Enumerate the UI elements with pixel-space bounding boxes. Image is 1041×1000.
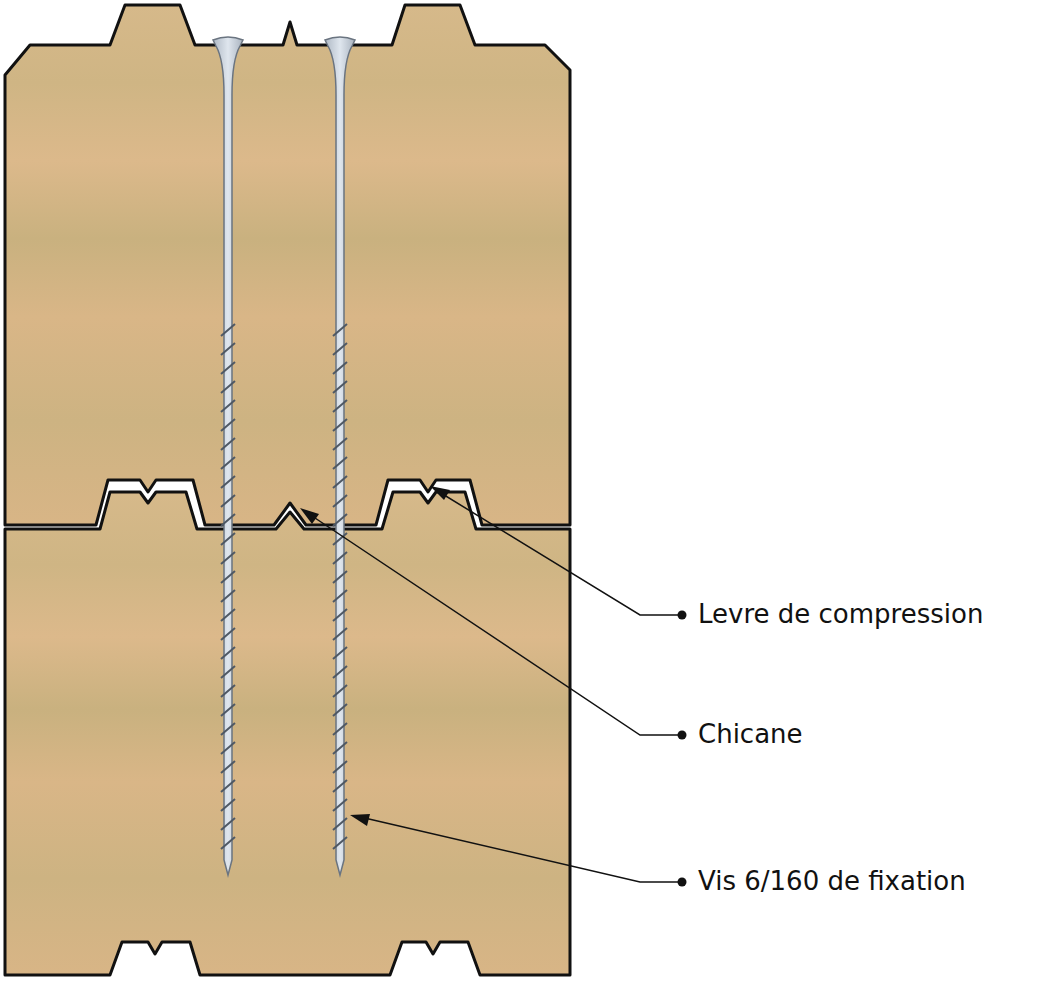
part-label: Levre de compression [698, 599, 983, 630]
part-label: Vis 6/160 de fixation [698, 866, 966, 897]
upper-log [5, 5, 570, 525]
fixing-screws [213, 37, 355, 875]
leader-arrowheads [300, 486, 450, 826]
part-label: Chicane [698, 719, 803, 750]
leader-lines [306, 490, 680, 882]
screw-threads [221, 324, 347, 849]
leader-dots [678, 611, 687, 887]
lower-log [5, 492, 570, 975]
